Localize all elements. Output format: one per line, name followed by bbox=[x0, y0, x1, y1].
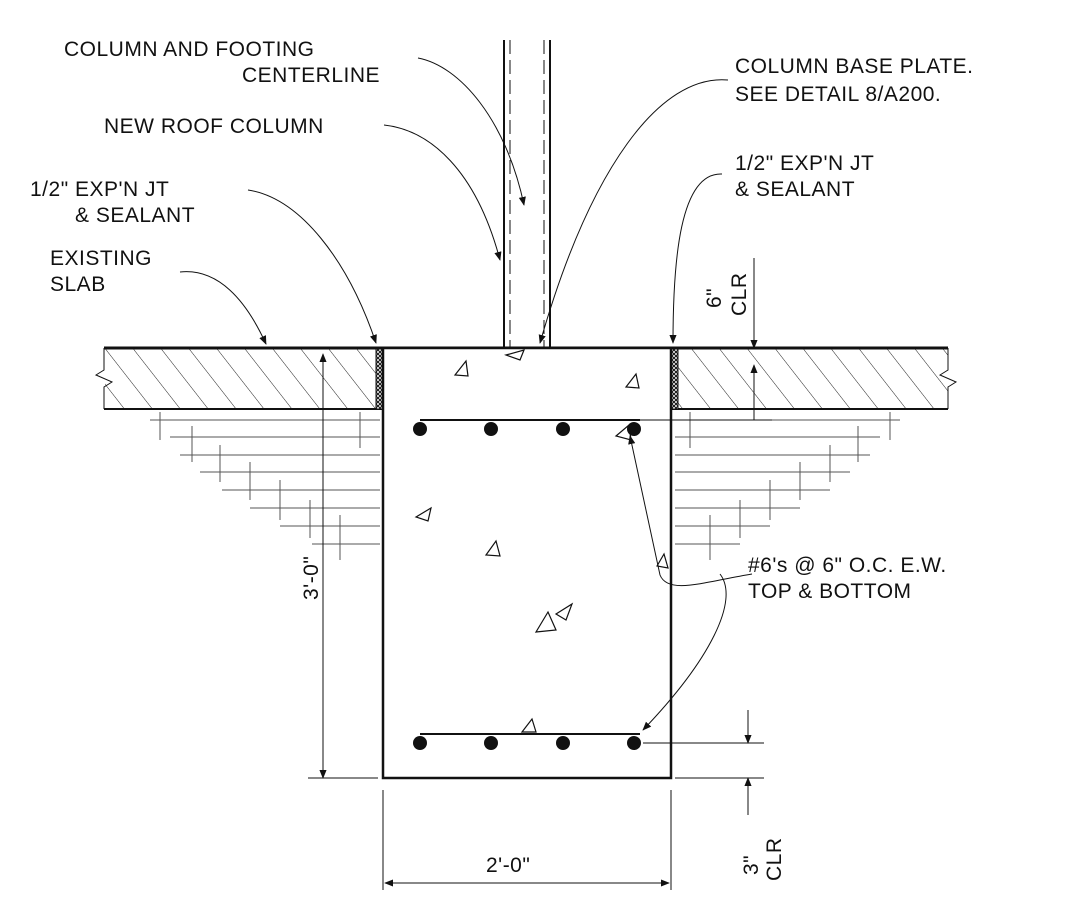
leader-rebar-bottom bbox=[642, 573, 727, 731]
label-exp-joint-right-line1: 1/2" EXP'N JT bbox=[735, 152, 874, 175]
label-slab-line2: SLAB bbox=[50, 273, 106, 296]
rebar-dot bbox=[556, 736, 570, 750]
break-line-right bbox=[938, 348, 958, 409]
rebar-dot bbox=[413, 422, 427, 436]
label-depth-dimension: 3'-0" bbox=[300, 556, 323, 600]
break-line-left bbox=[94, 348, 114, 409]
label-base-plate-line1: COLUMN BASE PLATE. bbox=[735, 55, 974, 78]
roof-column bbox=[503, 40, 551, 348]
rebar-dot bbox=[484, 736, 498, 750]
leader-base-plate bbox=[538, 79, 729, 344]
label-centerline-line2: CENTERLINE bbox=[242, 64, 380, 87]
concrete-aggregate bbox=[414, 349, 669, 733]
concrete-footing bbox=[381, 346, 673, 780]
label-exp-joint-left-line2: & SEALANT bbox=[75, 204, 195, 227]
label-rebar-line2: TOP & BOTTOM bbox=[748, 580, 912, 603]
leader-new-column bbox=[383, 124, 502, 261]
label-exp-joint-right-line2: & SEALANT bbox=[735, 178, 855, 201]
width-dimension bbox=[382, 790, 672, 890]
label-slab-line1: EXISTING bbox=[50, 247, 152, 270]
rebar-dot bbox=[413, 736, 427, 750]
rebar-top-layer bbox=[413, 419, 641, 436]
label-width-dimension: 2'-0" bbox=[486, 854, 530, 877]
label-rebar-line1: #6's @ 6" O.C. E.W. bbox=[748, 554, 947, 577]
label-exp-joint-left-line1: 1/2" EXP'N JT bbox=[30, 178, 169, 201]
leader-rebar-top bbox=[628, 435, 753, 587]
label-top-clearance-unit: CLR bbox=[728, 272, 751, 316]
label-bottom-clearance-unit: CLR bbox=[763, 837, 786, 881]
leaders bbox=[179, 57, 753, 731]
label-centerline-line1: COLUMN AND FOOTING bbox=[64, 38, 315, 61]
rebar-dot bbox=[627, 736, 641, 750]
label-top-clearance-value: 6" bbox=[703, 288, 726, 308]
leader-centerline bbox=[417, 57, 526, 206]
bottom-clearance-dimension bbox=[643, 710, 764, 815]
rebar-dot bbox=[556, 422, 570, 436]
leader-slab bbox=[179, 271, 267, 345]
leader-exp-left bbox=[247, 189, 377, 344]
label-bottom-clearance-value: 3" bbox=[740, 855, 763, 875]
rebar-dot bbox=[627, 422, 641, 436]
rebar-dot bbox=[484, 422, 498, 436]
leader-exp-right bbox=[669, 173, 723, 344]
top-clearance-dimension bbox=[640, 258, 772, 421]
rebar-bottom-layer bbox=[413, 733, 641, 750]
label-new-column: NEW ROOF COLUMN bbox=[104, 115, 324, 138]
label-base-plate-line2: SEE DETAIL 8/A200. bbox=[735, 83, 941, 106]
existing-slab bbox=[94, 346, 958, 410]
depth-dimension bbox=[308, 353, 378, 779]
